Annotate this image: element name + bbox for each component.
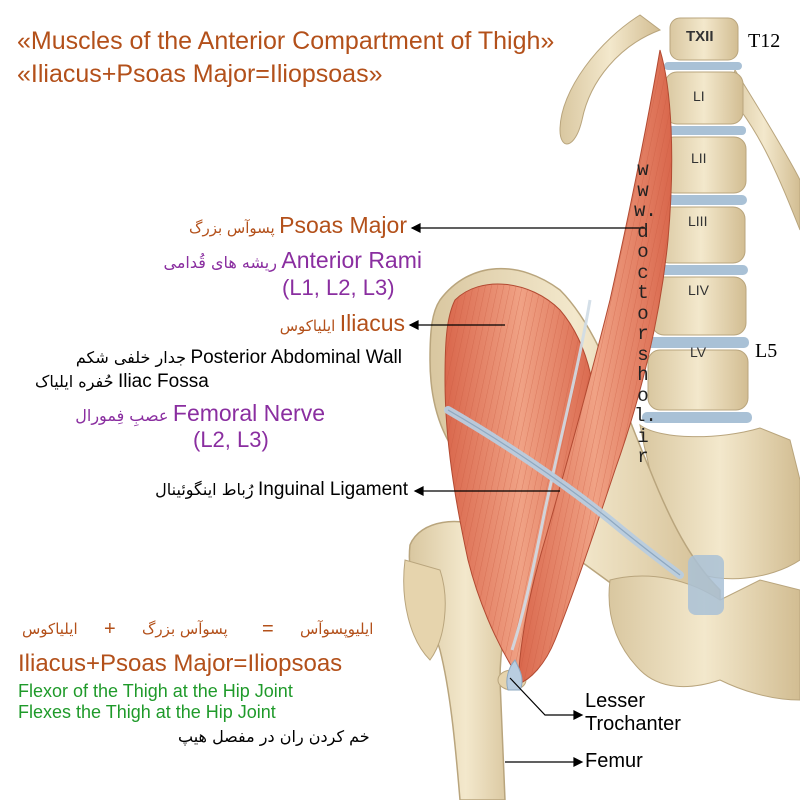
watermark-vertical: www.doctorshol.ir — [634, 159, 657, 468]
label-iliacus: ایلیاکوس Iliacus — [280, 310, 405, 337]
label-posterior-wall-en: Posterior Abdominal Wall — [190, 347, 402, 368]
rib-12 — [559, 14, 662, 145]
vertebra-label-liv: LIV — [688, 282, 710, 298]
label-anterior-rami-en: Anterior Rami — [281, 247, 422, 273]
equation-fa-iliacus: ایلیاکوس — [22, 620, 78, 638]
label-anterior-rami-levels: (L1, L2, L3) — [282, 275, 395, 300]
label-femoral-nerve: عصبِ فِمورال Femoral Nerve — [75, 400, 325, 427]
pubic-symphysis — [688, 555, 724, 615]
label-iliacus-en: Iliacus — [339, 310, 405, 336]
equation-en: Iliacus+Psoas Major=Iliopsoas — [18, 650, 343, 677]
label-inguinal-ligament: رُباط اینگوئینال Inguinal Ligament — [155, 479, 408, 501]
label-iliacus-fa: ایلیاکوس — [279, 317, 336, 335]
label-femoral-nerve-fa: عصبِ فِمورال — [75, 406, 169, 425]
label-iliac-fossa: حُفره ایلیاک Iliac Fossa — [35, 371, 209, 393]
label-anterior-rami-fa: ریشه های قُدامی — [163, 253, 277, 272]
label-posterior-wall: جدار خلفی شکم Posterior Abdominal Wall — [76, 347, 402, 369]
level-marker-t12: T12 — [748, 30, 781, 52]
vertebra-label-liii: LIII — [688, 213, 708, 229]
iliopsoas-tendon — [506, 659, 523, 691]
function-fa: خم کردن ران در مفصل هیپ — [178, 727, 370, 746]
equation-fa-equals: = — [262, 618, 274, 640]
label-iliac-fossa-fa: حُفره ایلیاک — [35, 372, 114, 391]
label-psoas-major-fa: پسوآس بزرگ — [189, 219, 275, 237]
label-posterior-wall-fa: جدار خلفی شکم — [75, 348, 186, 367]
label-inguinal-ligament-fa: رُباط اینگوئینال — [155, 480, 254, 499]
pointer-arrows — [408, 223, 645, 767]
label-inguinal-ligament-en: Inguinal Ligament — [258, 479, 408, 500]
label-femoral-nerve-en: Femoral Nerve — [172, 400, 325, 426]
vertebra-label-txii: TXII — [686, 28, 714, 45]
label-femoral-nerve-levels: (L2, L3) — [193, 427, 269, 452]
inguinal-ligament-edge — [447, 409, 681, 576]
title-line-2: «Iliacus+Psoas Major=Iliopsoas» — [17, 60, 383, 88]
equation-fa: ایلیاکوس + پسوآس بزرگ = ایلیوپسوآس — [22, 618, 382, 642]
vertebra-label-lii: LII — [691, 150, 707, 166]
function-line-1: Flexor of the Thigh at the Hip Joint — [18, 681, 293, 701]
label-femur: Femur — [585, 750, 643, 772]
greater-trochanter — [403, 559, 446, 661]
equation-fa-psoas: پسوآس بزرگ — [142, 620, 228, 638]
label-lesser-trochanter-2: Trochanter — [585, 713, 681, 735]
label-lesser-trochanter-1: Lesser — [585, 690, 646, 712]
vertebra-label-lv: LV — [690, 344, 707, 360]
vertebra-label-li: LI — [693, 88, 705, 104]
equation-fa-iliopsoas: ایلیوپسوآس — [300, 620, 374, 638]
level-marker-l5: L5 — [755, 340, 778, 362]
label-psoas-major-en: Psoas Major — [279, 212, 407, 238]
function-line-2: Flexes the Thigh at the Hip Joint — [18, 702, 276, 722]
title-line-1: «Muscles of the Anterior Compartment of … — [17, 27, 555, 55]
label-psoas-major: پسوآس بزرگ Psoas Major — [189, 212, 407, 239]
psoas-fibers — [518, 50, 672, 684]
vertebral-column — [642, 17, 752, 423]
femoral-nerve — [510, 299, 592, 651]
label-anterior-rami: ریشه های قُدامی Anterior Rami — [164, 247, 423, 274]
equation-fa-plus: + — [104, 618, 116, 640]
label-iliac-fossa-en: Iliac Fossa — [117, 371, 209, 392]
